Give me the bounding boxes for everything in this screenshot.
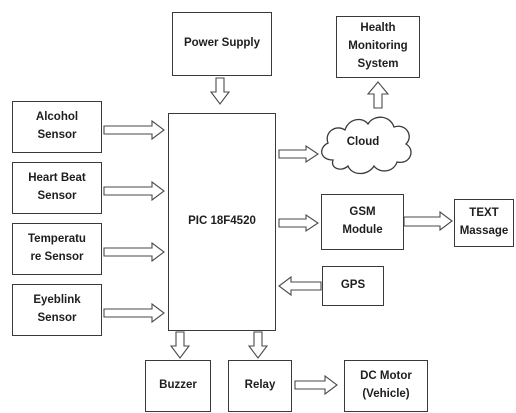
relay-label: Relay (244, 379, 276, 392)
arrow-pic-to-buzzer (169, 331, 191, 359)
alcohol-sensor-label: Alcohol Sensor (35, 111, 79, 141)
text-message-block: TEXT Massage (454, 199, 514, 247)
heart-beat-sensor-block: Heart Beat Sensor (12, 162, 102, 214)
temperature-sensor-block: Temperatu re Sensor (12, 223, 102, 275)
eyeblink-sensor-block: Eyeblink Sensor (12, 284, 102, 336)
power-supply-label: Power Supply (183, 37, 261, 50)
microcontroller-label: PIC 18F4520 (188, 215, 256, 228)
health-monitoring-label: Health Monitoring System (348, 22, 408, 70)
arrow-alcohol-to-pic (103, 119, 165, 141)
arrow-eyeblink-to-pic (103, 302, 165, 324)
arrow-cloud-to-health (366, 81, 390, 109)
gps-label: GPS (340, 279, 366, 292)
gsm-module-block: GSM Module (321, 194, 404, 250)
temperature-sensor-label: Temperatu re Sensor (28, 233, 86, 263)
power-supply-block: Power Supply (172, 12, 272, 76)
buzzer-block: Buzzer (145, 360, 211, 412)
relay-block: Relay (228, 360, 292, 412)
cloud-node: Cloud (330, 132, 396, 152)
health-monitoring-block: Health Monitoring System (336, 16, 420, 78)
arrow-heartbeat-to-pic (103, 180, 165, 202)
buzzer-label: Buzzer (159, 379, 197, 392)
heart-beat-sensor-label: Heart Beat Sensor (28, 172, 86, 202)
alcohol-sensor-block: Alcohol Sensor (12, 101, 102, 153)
arrow-pic-to-gsm (278, 213, 319, 233)
arrow-pic-to-cloud (278, 144, 319, 164)
eyeblink-sensor-label: Eyeblink Sensor (33, 294, 81, 324)
arrow-gps-to-pic (278, 275, 322, 297)
dc-motor-label: DC Motor (Vehicle) (360, 370, 412, 400)
dc-motor-block: DC Motor (Vehicle) (344, 360, 428, 412)
arrow-gsm-to-text (403, 210, 453, 232)
cloud-shape (321, 116, 412, 175)
cloud-label: Cloud (346, 136, 380, 148)
gsm-module-label: GSM Module (342, 206, 383, 236)
arrow-relay-to-motor (294, 374, 338, 396)
arrow-temperature-to-pic (103, 241, 165, 263)
gps-block: GPS (322, 266, 384, 306)
arrow-pic-to-relay (247, 331, 269, 359)
arrow-power-to-pic (209, 77, 231, 105)
text-message-label: TEXT Massage (459, 207, 509, 237)
microcontroller-block: PIC 18F4520 (168, 113, 276, 331)
